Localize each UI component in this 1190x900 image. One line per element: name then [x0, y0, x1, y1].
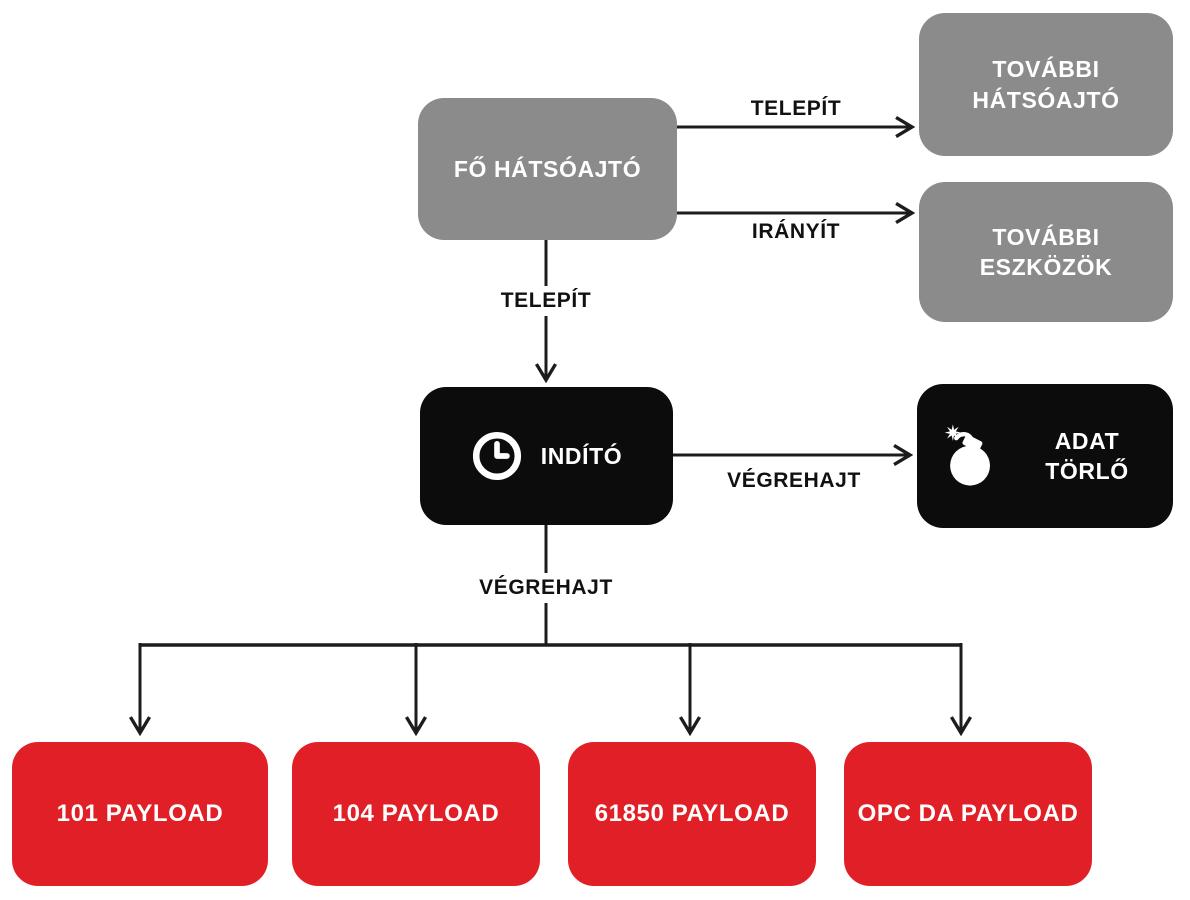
data-wiper-label: ADAT TÖRLŐ [1045, 427, 1129, 484]
additional-tools-label-line1: TOVÁBBI [992, 223, 1100, 250]
additional-backdoor-label-line2: HÁTSÓAJTÓ [972, 86, 1120, 113]
edge-label-vegrehajt-down: VÉGREHAJT [472, 573, 620, 603]
additional-backdoor-node: TOVÁBBI HÁTSÓAJTÓ [919, 13, 1173, 156]
main-backdoor-node: FŐ HÁTSÓAJTÓ [418, 98, 677, 240]
payload-61850-label: 61850 PAYLOAD [594, 800, 790, 828]
payload-opc-da-label: OPC DA PAYLOAD [857, 800, 1079, 828]
bomb-icon [935, 423, 1001, 489]
edge-label-vegrehajt-right: VÉGREHAJT [727, 469, 861, 492]
launcher-node: INDÍTÓ [420, 387, 673, 525]
payload-61850-node: 61850 PAYLOAD [568, 742, 816, 886]
edge-label-telepit-top: TELEPÍT [750, 97, 842, 120]
edge-label-telepit-down: TELEPÍT [493, 286, 599, 316]
data-wiper-node: ADAT TÖRLŐ [917, 384, 1173, 528]
payload-104-node: 104 PAYLOAD [292, 742, 540, 886]
payload-101-node: 101 PAYLOAD [12, 742, 268, 886]
payload-104-label: 104 PAYLOAD [332, 800, 500, 828]
additional-tools-node: TOVÁBBI ESZKÖZÖK [919, 182, 1173, 322]
launcher-label: INDÍTÓ [540, 442, 623, 469]
clock-icon [471, 430, 523, 482]
payload-101-label: 101 PAYLOAD [56, 800, 224, 828]
additional-backdoor-label-line1: TOVÁBBI [992, 56, 1100, 83]
payload-opc-da-node: OPC DA PAYLOAD [844, 742, 1092, 886]
edge-label-iranyit: IRÁNYÍT [751, 220, 841, 243]
additional-tools-label-line2: ESZKÖZÖK [979, 254, 1113, 280]
main-backdoor-label: FŐ HÁTSÓAJTÓ [453, 155, 642, 182]
